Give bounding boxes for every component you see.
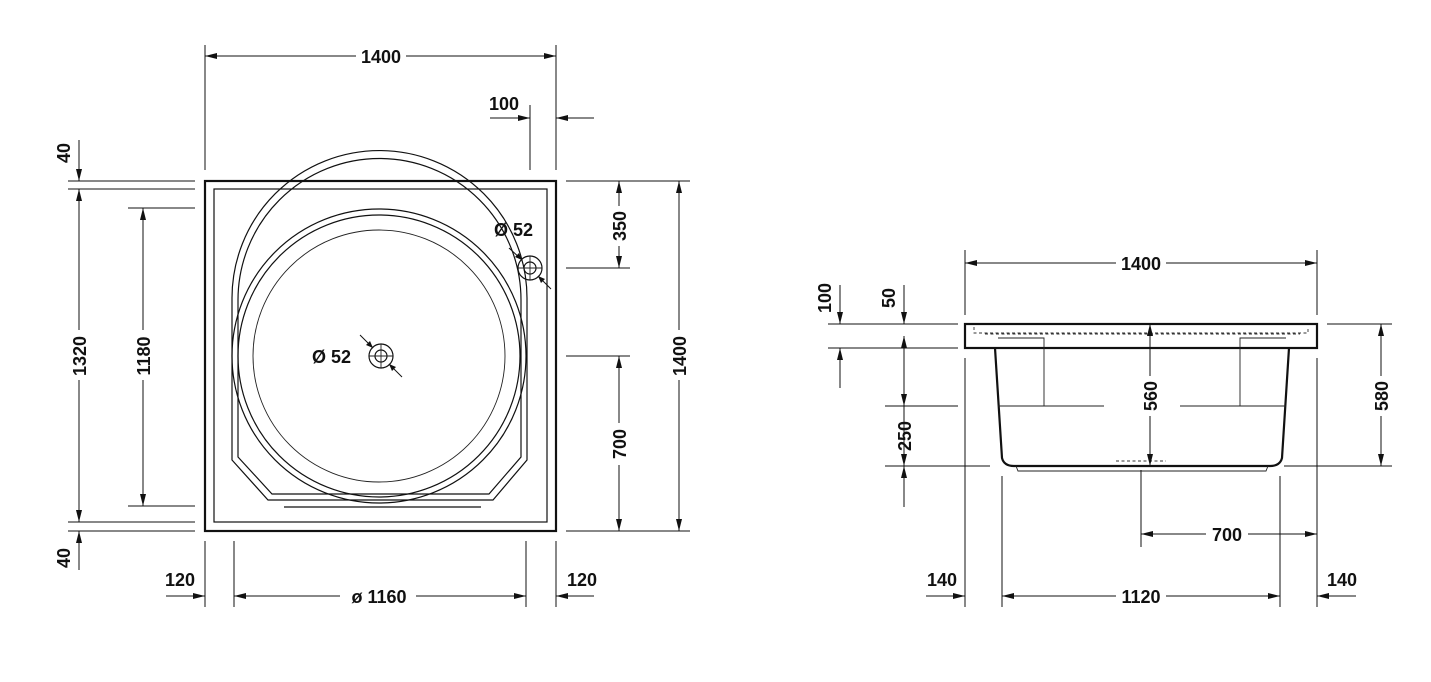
svg-text:1400: 1400: [1121, 254, 1161, 274]
dim-edge-outlet: 100: [489, 94, 594, 121]
dim-right-margin: 120: [556, 570, 597, 599]
svg-text:1120: 1120: [1121, 587, 1160, 607]
dim-bowl-height: 1180: [132, 208, 154, 506]
svg-text:40: 40: [54, 143, 74, 163]
svg-text:250: 250: [895, 421, 915, 451]
top-view: Ø 52 Ø 52 1400: [54, 45, 690, 607]
svg-text:140: 140: [927, 570, 957, 590]
dim-side-inner-depth: 560: [1139, 324, 1161, 466]
svg-text:700: 700: [610, 429, 630, 459]
basin-inner-outline: [237, 157, 522, 495]
svg-text:140: 140: [1327, 570, 1357, 590]
dim-top-width: 1400: [205, 45, 556, 67]
bowl-mid-circle: [237, 214, 521, 498]
svg-text:100: 100: [815, 283, 835, 313]
dim-rim-bottom: 40: [54, 510, 82, 570]
overflow-diameter-label: Ø 52: [494, 220, 533, 240]
svg-text:700: 700: [1212, 525, 1242, 545]
svg-text:1180: 1180: [134, 336, 154, 375]
svg-text:1400: 1400: [670, 336, 690, 376]
side-body-inner: [1015, 465, 1269, 472]
top-outer-rim: [203, 179, 558, 533]
svg-text:120: 120: [165, 570, 195, 590]
dim-bowl-diameter: ø 1160: [234, 585, 526, 607]
bowl-inner-circle: [252, 229, 506, 483]
svg-text:580: 580: [1372, 381, 1392, 411]
dim-outlet-from-top: 350: [608, 181, 630, 268]
svg-text:1320: 1320: [70, 336, 90, 376]
dim-side-rim-50: 50: [879, 285, 907, 324]
dim-side-right-offset: 700: [1141, 523, 1317, 545]
dim-left-margin: 120: [165, 570, 205, 599]
dim-inner-height: 1320: [69, 189, 91, 522]
top-inner-rim: [213, 188, 548, 523]
svg-text:40: 40: [54, 548, 74, 568]
side-hidden-contour: [973, 327, 1309, 334]
dim-rim-top: 40: [54, 140, 82, 200]
dim-side-width: 1400: [965, 252, 1317, 274]
dim-side-right-margin: 140: [1317, 570, 1357, 599]
svg-text:560: 560: [1141, 381, 1161, 411]
dim-side-overall-height: 580: [1370, 324, 1392, 466]
svg-text:50: 50: [879, 288, 899, 308]
drain-diameter-label: Ø 52: [312, 347, 351, 367]
svg-text:ø 1160: ø 1160: [351, 587, 406, 607]
bowl-outer-circle: [231, 208, 527, 504]
svg-text:350: 350: [610, 211, 630, 241]
dim-side-base-width: 1120: [1002, 585, 1280, 607]
svg-text:1400: 1400: [361, 47, 401, 67]
side-view: 1400 100 50 250: [815, 250, 1392, 607]
dim-lower-offset: 700: [608, 356, 630, 531]
svg-text:120: 120: [567, 570, 597, 590]
dim-side-lower: 250: [895, 406, 915, 507]
dim-side-left-margin: 140: [926, 570, 965, 599]
svg-text:100: 100: [489, 94, 519, 114]
dim-overall-depth: 1400: [668, 181, 690, 531]
side-rim: [963, 322, 1319, 350]
side-body: [993, 347, 1291, 468]
side-support-left: [998, 337, 1045, 406]
dim-side-rim-100: 100: [815, 283, 843, 388]
side-support-right: [1239, 337, 1286, 406]
